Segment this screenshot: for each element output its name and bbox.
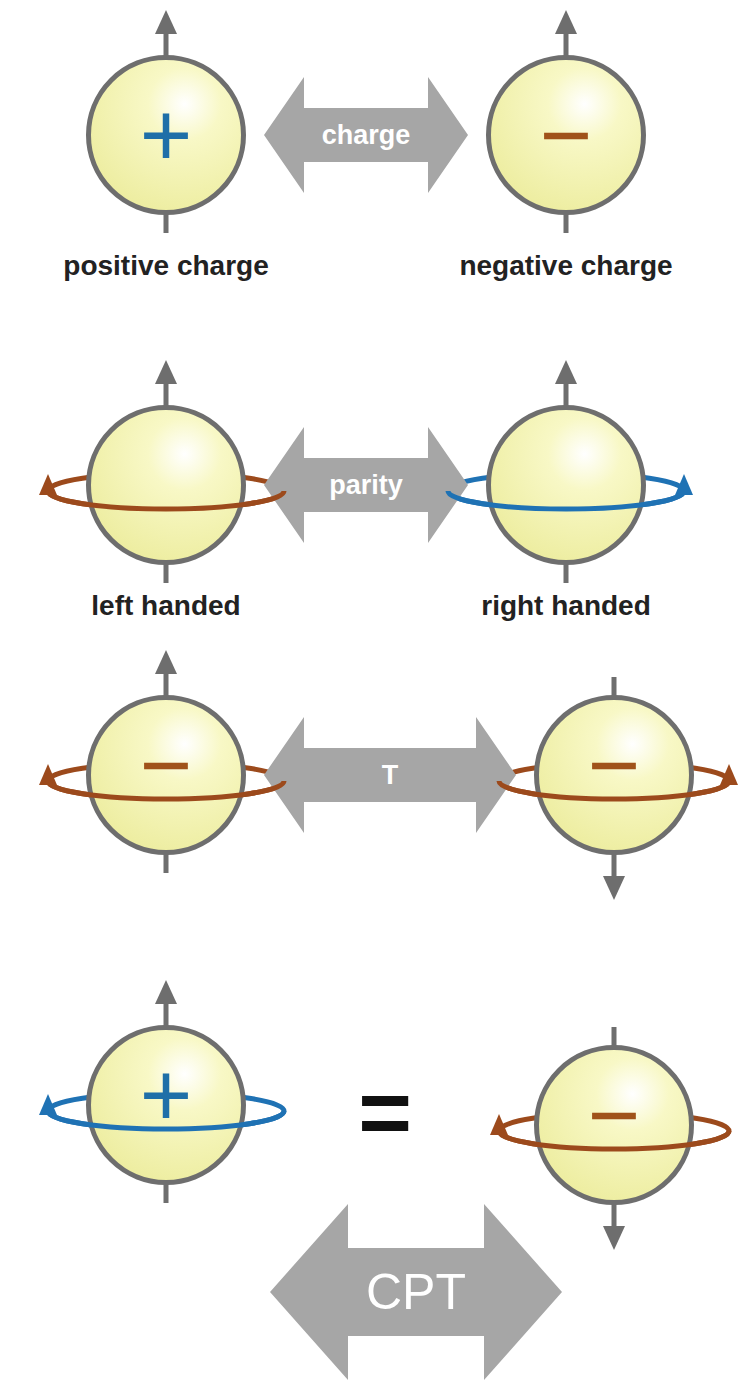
spin-ring-front (448, 491, 684, 509)
caption: positive charge (63, 252, 268, 280)
symmetry-label: T (379, 760, 402, 791)
arrow-head (555, 10, 577, 34)
particle-sphere: left handed (86, 405, 246, 565)
caption: right handed (481, 592, 651, 620)
symmetry-label: parity (326, 470, 406, 501)
spin-ring-front (48, 491, 284, 509)
equals-sign: = (358, 1066, 412, 1158)
sphere (89, 58, 244, 213)
charge-sign: − (588, 1070, 641, 1160)
cpt-double-arrow (270, 1204, 562, 1380)
sphere (89, 1028, 244, 1183)
arrow-head (603, 876, 625, 900)
sphere-outline (486, 405, 646, 565)
sphere (489, 58, 644, 213)
sphere (89, 408, 244, 563)
cpt-label: CPT (366, 1267, 466, 1317)
arrow-head (603, 1226, 625, 1250)
charge-sign: + (140, 1050, 193, 1140)
charge-sign: + (140, 90, 193, 180)
particle-sphere: − (534, 1045, 694, 1205)
sphere (89, 698, 244, 853)
charge-sign: − (540, 90, 593, 180)
particle-sphere: − (534, 695, 694, 855)
arrow-head (555, 360, 577, 384)
symmetry-label: charge (319, 120, 414, 151)
particle-sphere: +positive charge (86, 55, 246, 215)
sphere (537, 698, 692, 853)
sphere-outline (86, 405, 246, 565)
caption: left handed (91, 592, 240, 620)
symmetry-double-arrow (264, 427, 468, 543)
symmetry-double-arrow (264, 77, 468, 193)
arrow-head (155, 980, 177, 1004)
charge-sign: − (140, 720, 193, 810)
arrow-head (155, 650, 177, 674)
caption: negative charge (459, 252, 672, 280)
sphere (537, 1048, 692, 1203)
particle-sphere: − (86, 695, 246, 855)
sphere (489, 408, 644, 563)
particle-sphere: right handed (486, 405, 646, 565)
arrow-head (155, 10, 177, 34)
arrow-head (155, 360, 177, 384)
charge-sign: − (588, 720, 641, 810)
particle-sphere: −negative charge (486, 55, 646, 215)
particle-sphere: + (86, 1025, 246, 1185)
symmetry-double-arrow (264, 717, 516, 833)
